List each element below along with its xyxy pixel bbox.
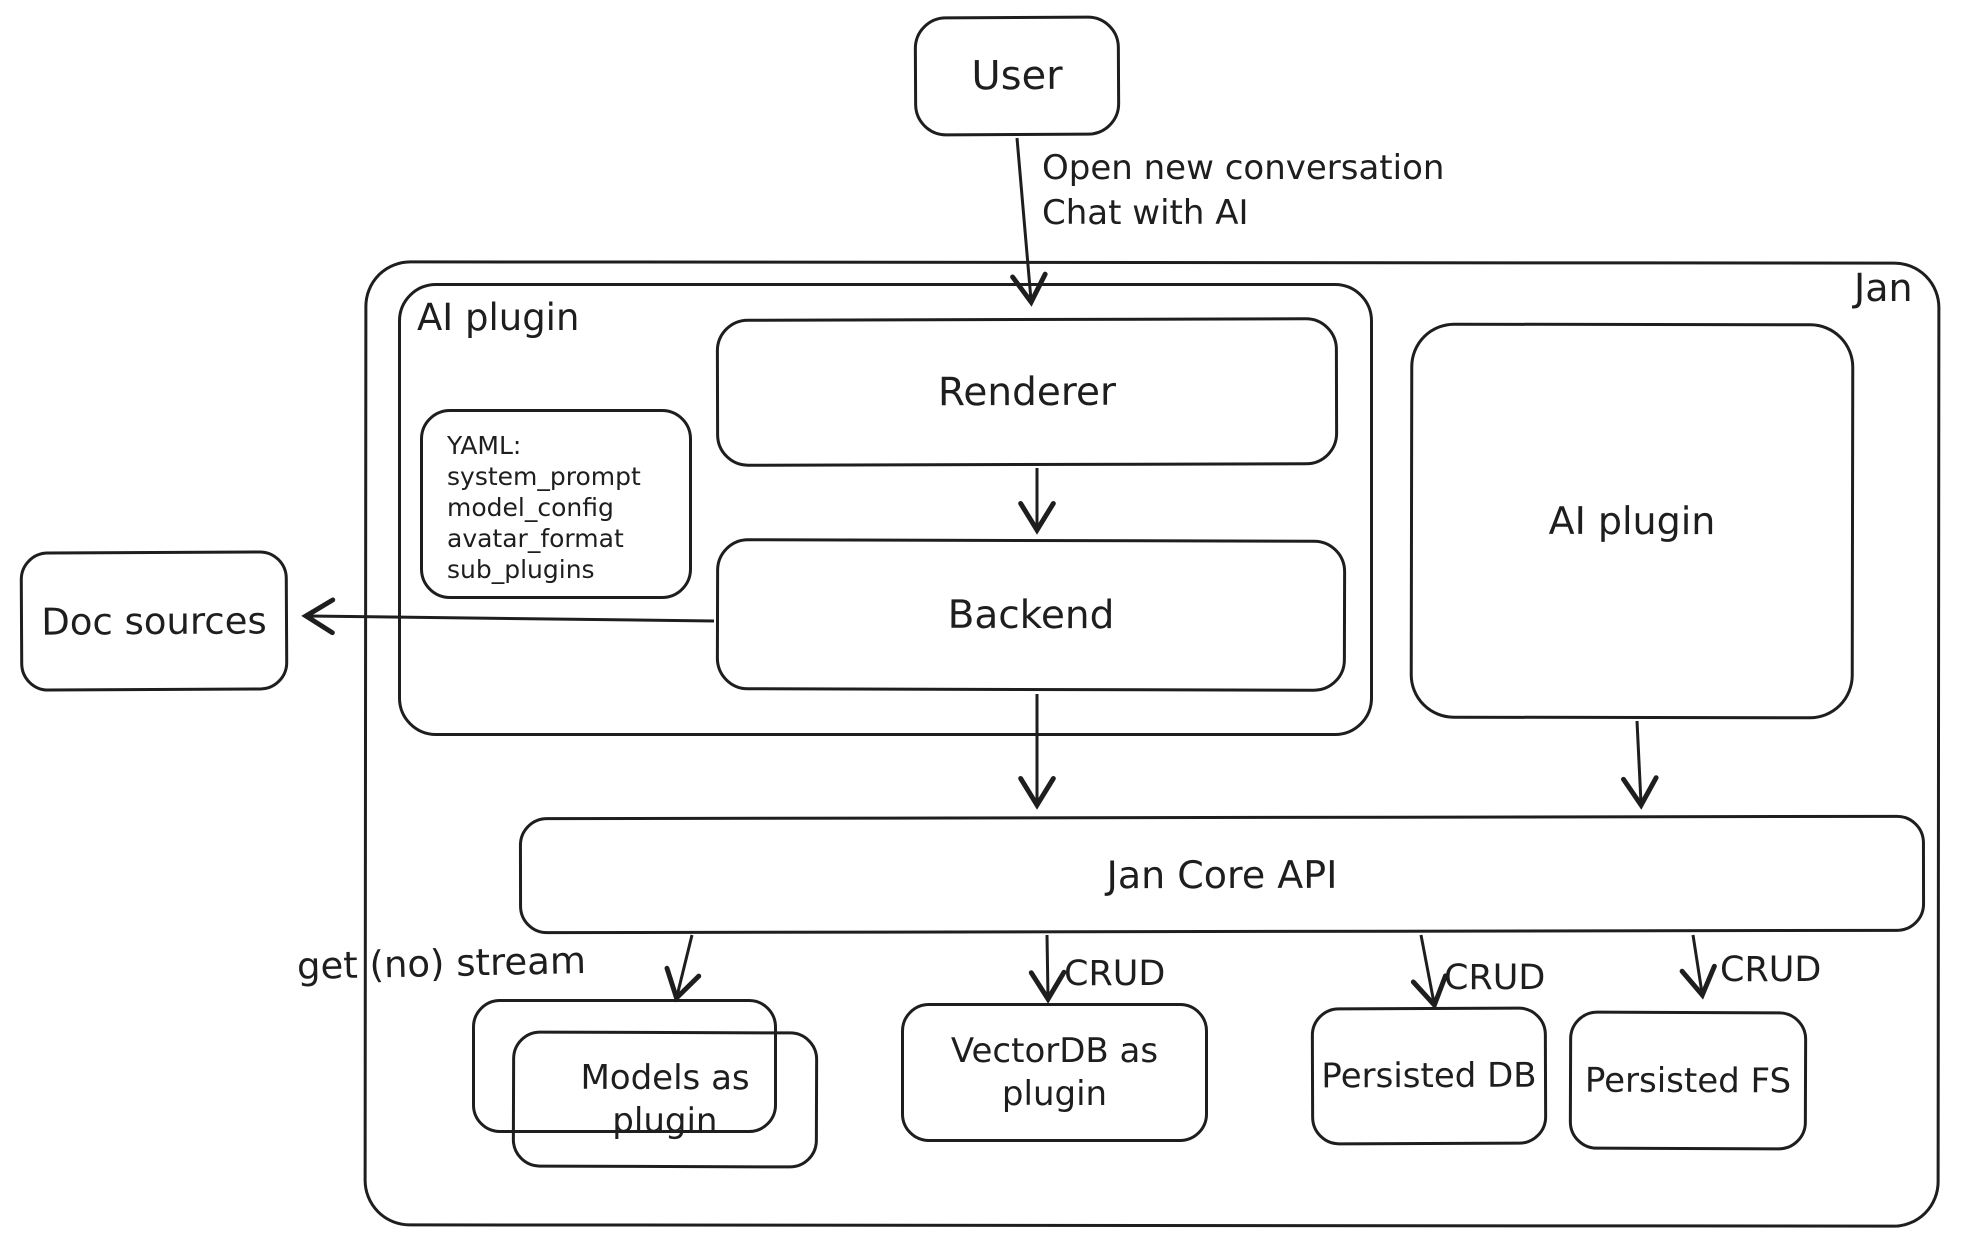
ai-plugin-group-label: AI plugin xyxy=(417,296,580,339)
vectordb-as-plugin-node: VectorDB as plugin xyxy=(901,1003,1208,1142)
user-node: User xyxy=(913,15,1121,137)
ai-plugin-group xyxy=(398,283,1373,736)
doc-sources-node: Doc sources xyxy=(19,550,289,692)
yaml-note: YAML: system_prompt model_config avatar_… xyxy=(420,409,692,599)
edge-jan-core-to-persisted-db xyxy=(1410,934,1448,1010)
yaml-note-text: YAML: system_prompt model_config avatar_… xyxy=(423,412,641,585)
edge-backend-to-doc-sources xyxy=(301,597,715,636)
label-crud-vectordb: CRUD xyxy=(1064,954,1166,994)
yaml-note-line: system_prompt xyxy=(447,462,641,491)
models-as-plugin-back-box xyxy=(472,999,777,1133)
edge-user-to-renderer xyxy=(1010,137,1048,307)
yaml-note-line: sub_plugins xyxy=(447,555,595,584)
ai-plugin-right-node: AI plugin xyxy=(1409,322,1855,720)
yaml-note-line: model_config xyxy=(447,493,614,522)
label-get-no-stream: get (no) stream xyxy=(296,938,587,989)
label-crud-persisted-db: CRUD xyxy=(1444,958,1546,998)
edge-jan-core-to-vectordb xyxy=(1028,934,1067,1004)
jan-core-api-node: Jan Core API xyxy=(518,814,1926,935)
yaml-note-line: avatar_format xyxy=(447,524,624,553)
edge-jan-core-to-models xyxy=(664,934,702,1003)
label-open-conversation: Open new conversation Chat with AI xyxy=(1042,146,1444,236)
label-open-conversation-line2: Chat with AI xyxy=(1042,193,1249,233)
vectordb-as-plugin-label: VectorDB as plugin xyxy=(950,1031,1159,1114)
backend-node: Backend xyxy=(715,538,1347,692)
label-crud-persisted-fs: CRUD xyxy=(1720,950,1822,990)
renderer-node: Renderer xyxy=(715,317,1339,467)
yaml-note-title: YAML: xyxy=(447,431,522,460)
label-open-conversation-line1: Open new conversation xyxy=(1042,148,1445,188)
edge-jan-core-to-persisted-fs xyxy=(1679,934,1717,1000)
models-as-plugin-label: Models as plugin xyxy=(580,1057,750,1141)
models-as-plugin-node: Models as plugin xyxy=(511,1030,819,1169)
persisted-db-node: Persisted DB xyxy=(1310,1006,1548,1146)
jan-container-label: Jan xyxy=(1854,266,1913,310)
edge-right-plugin-to-jan-core xyxy=(1621,720,1659,810)
persisted-fs-node: Persisted FS xyxy=(1568,1010,1808,1151)
